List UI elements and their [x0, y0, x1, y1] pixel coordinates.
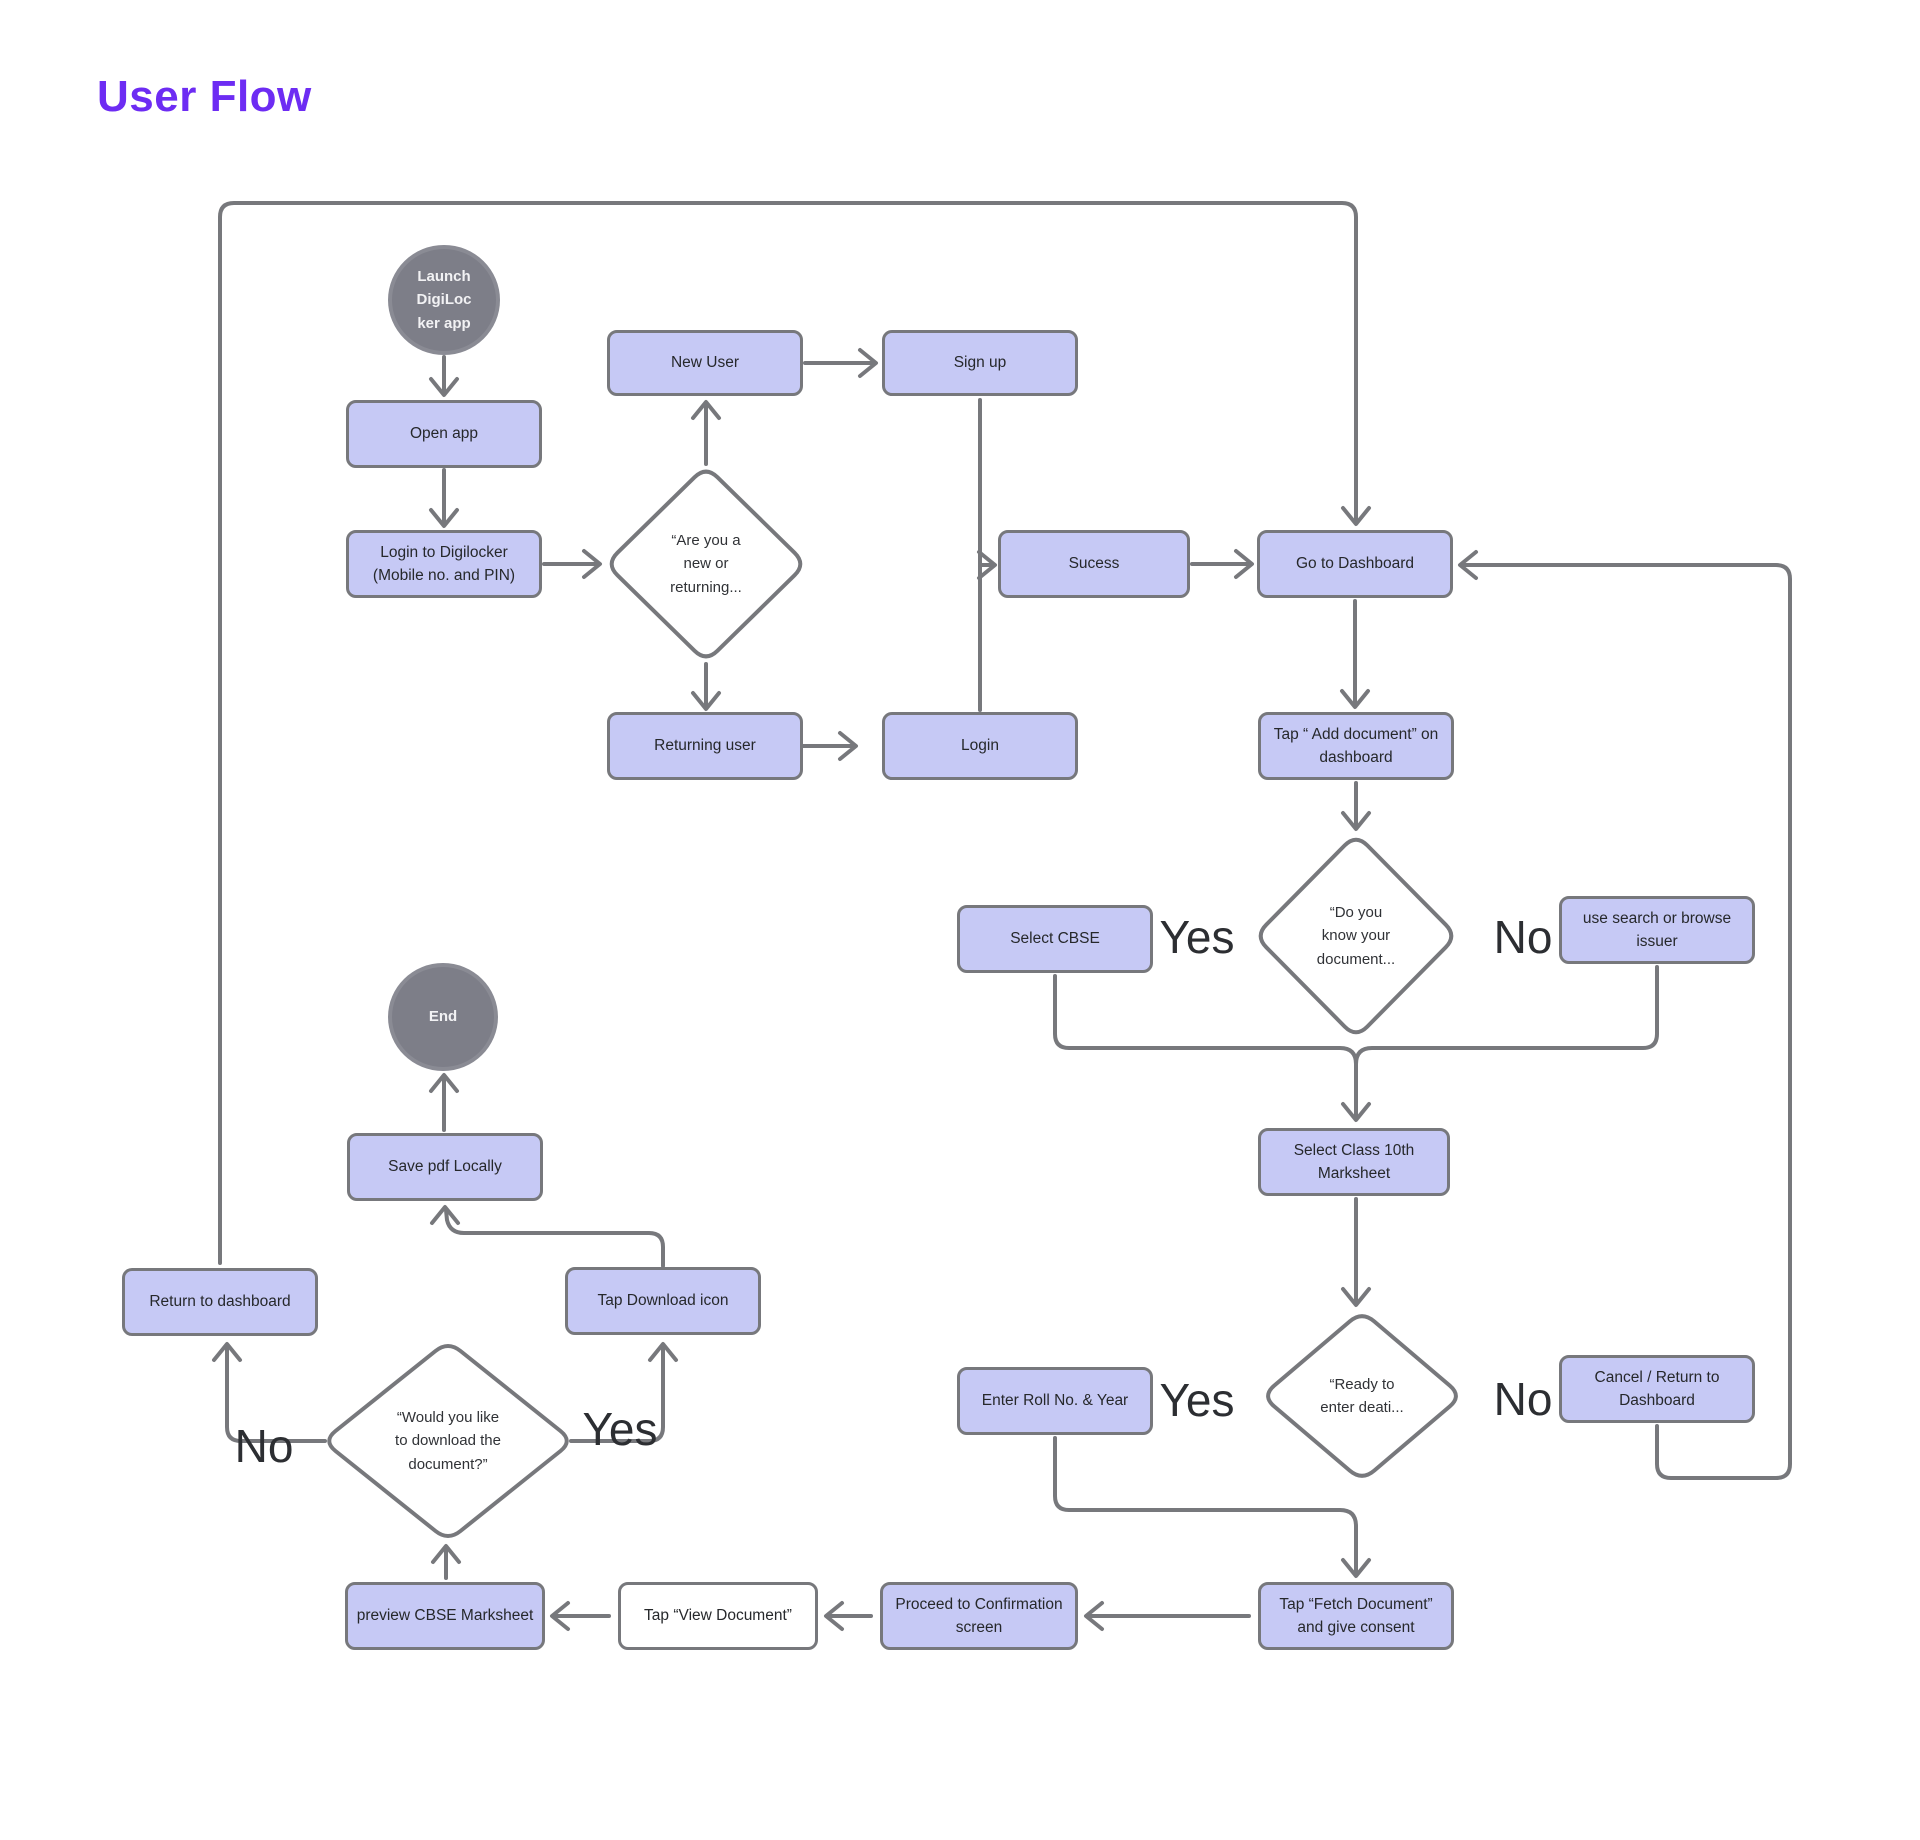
arrowhead: [429, 508, 459, 528]
node-sign-up: Sign up: [882, 330, 1078, 396]
arrowhead: [429, 377, 459, 397]
arrowhead: [1341, 1558, 1371, 1578]
node-sucess: Sucess: [998, 530, 1190, 598]
arrowhead: [212, 1342, 242, 1362]
node-new-user: New User: [607, 330, 803, 396]
branch-yes-know-document: Yes: [1159, 911, 1235, 963]
node-save-pdf-locally: Save pdf Locally: [347, 1133, 543, 1201]
node-return-to-dashboard: Return to dashboard: [122, 1268, 318, 1336]
node-tap-add-document: Tap “ Add document” on dashboard: [1258, 712, 1454, 780]
decision-label-know-document: “Do you know your document...: [1316, 904, 1396, 968]
branch-yes-ready-details: Yes: [1159, 1374, 1235, 1426]
arrowhead: [1458, 550, 1478, 580]
arrowhead: [691, 691, 721, 711]
node-go-to-dashboard: Go to Dashboard: [1257, 530, 1453, 598]
decision-label-download: “Would you like to download the document…: [395, 1409, 501, 1473]
arrowhead: [648, 1342, 678, 1362]
node-login: Login: [882, 712, 1078, 780]
node-select-class10-marksheet: Select Class 10th Marksheet: [1258, 1128, 1450, 1196]
edge-cancel-dashboard-return: [1461, 563, 1792, 1480]
node-proceed-confirmation: Proceed to Confirmation screen: [880, 1582, 1078, 1650]
branch-no-know-document: No: [1493, 911, 1553, 963]
arrowhead: [1234, 549, 1254, 579]
node-returning-user: Returning user: [607, 712, 803, 780]
node-open-app: Open app: [346, 400, 542, 468]
arrowhead: [1084, 1601, 1104, 1631]
arrowhead: [550, 1601, 570, 1631]
arrowhead: [1341, 1102, 1371, 1122]
node-tap-fetch-document: Tap “Fetch Document” and give consent: [1258, 1582, 1454, 1650]
branch-no-ready-details: No: [1493, 1373, 1553, 1425]
node-preview-cbse-marksheet: preview CBSE Marksheet: [345, 1582, 545, 1650]
branch-yes-download: Yes: [582, 1403, 658, 1455]
diagram-title: User Flow: [97, 72, 312, 121]
arrowhead: [1341, 1287, 1371, 1307]
decision-label-new-or-returning: “Are you a new or returning...: [670, 532, 742, 596]
arrowhead: [431, 1544, 461, 1564]
end-terminal: End: [388, 963, 498, 1071]
decision-label-ready-details: “Ready to enter deati...: [1320, 1375, 1404, 1416]
node-search-or-browse-issuer: use search or browse issuer: [1559, 896, 1755, 964]
arrowhead: [1341, 506, 1371, 526]
arrowhead: [838, 731, 858, 761]
arrowhead: [1341, 811, 1371, 831]
node-cancel-return-dashboard: Cancel / Return to Dashboard: [1559, 1355, 1755, 1423]
node-tap-view-document: Tap “View Document”: [618, 1582, 818, 1650]
node-login-digilocker: Login to Digilocker (Mobile no. and PIN): [346, 530, 542, 598]
node-enter-roll-year: Enter Roll No. & Year: [957, 1367, 1153, 1435]
arrowhead: [1340, 689, 1370, 709]
arrowhead: [858, 348, 878, 378]
arrowhead: [430, 1205, 460, 1225]
edge-download-savepdf: [444, 1208, 665, 1268]
start-terminal: Launch DigiLoc ker app: [388, 245, 500, 355]
node-select-cbse: Select CBSE: [957, 905, 1153, 973]
arrowhead: [691, 400, 721, 420]
node-tap-download-icon: Tap Download icon: [565, 1267, 761, 1335]
arrowhead: [582, 549, 602, 579]
arrowhead: [824, 1601, 844, 1631]
arrowhead: [977, 550, 997, 580]
arrowhead: [429, 1073, 459, 1093]
branch-no-download: No: [234, 1420, 294, 1472]
